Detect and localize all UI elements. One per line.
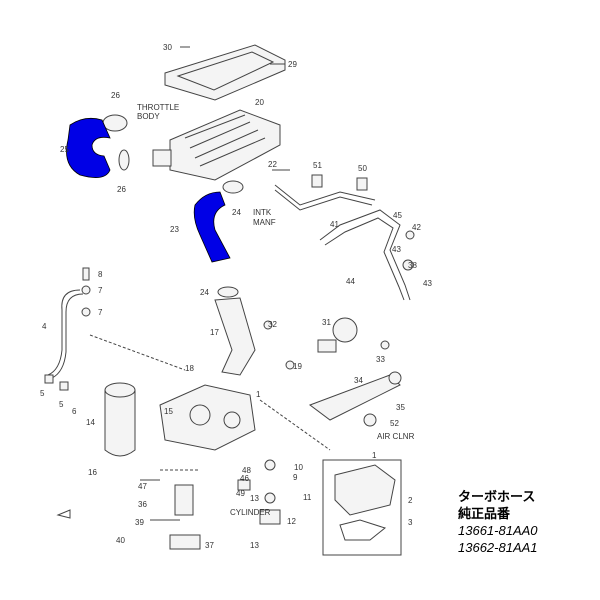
callout: 3 [408,518,413,527]
callout: 52 [390,419,399,428]
part-number: 13662-81AA1 [458,540,538,555]
turbo-hose-25 [66,117,111,178]
callout: 16 [88,468,97,477]
callout: 1 [256,390,261,399]
part-number: 13661-81AA0 [458,523,538,538]
callout: 29 [288,60,297,69]
callout: 46 [240,474,249,483]
callout: 18 [185,364,194,373]
callout: 14 [86,418,95,427]
callout: 48 [242,466,251,475]
callout: 6 [72,407,77,416]
callout: 35 [396,403,405,412]
callout: 9 [293,473,298,482]
callout: 23 [170,225,179,234]
callout: 1 [372,451,377,460]
hose-clamp [118,149,130,171]
callout: 30 [163,43,172,52]
caption-throttle: THROTTLE [137,103,179,112]
callout: 26 [111,91,120,100]
callout: 34 [354,376,363,385]
callout: 36 [138,500,147,509]
turbo-outlet-pipe [214,297,256,376]
callout: 7 [98,286,103,295]
callout: 13 [250,541,259,550]
part-subtitle: 純正品番 [458,506,511,521]
callout: 10 [294,463,303,472]
part-title: ターボホース [458,489,536,504]
callout: 32 [268,320,277,329]
intercooler-cover [164,44,286,101]
inset-detail-box [322,459,402,556]
callout: 33 [376,355,385,364]
destination-captions: THROTTLE BODY INTK MANF AIR CLNR CYLINDE… [137,103,415,517]
callout: 11 [303,493,312,502]
callout: 8 [98,270,103,279]
callout: 2 [408,496,413,505]
callout: 37 [205,541,214,550]
turbocharger [159,384,256,451]
callout: 20 [255,98,264,107]
callout: 5 [59,400,64,409]
callout: 31 [322,318,331,327]
callout: 47 [138,482,147,491]
callout-numbers: 30 29 26 20 25 26 22 51 50 24 45 41 42 2… [40,43,432,550]
callout: 43 [423,279,432,288]
callout: 4 [42,322,47,331]
callout: 43 [392,245,401,254]
callout: 45 [393,211,402,220]
callout: 17 [210,328,219,337]
callout: 13 [250,494,259,503]
callout: 24 [232,208,241,217]
callout: 38 [408,261,417,270]
callout: 25 [60,145,69,154]
callout: 12 [287,517,296,526]
turbo-hose-23 [193,191,231,263]
callout: 26 [117,185,126,194]
caption-intk: INTK [253,208,272,217]
hose-clamp [102,114,128,132]
callout: 15 [164,407,173,416]
callout: 39 [135,518,144,527]
caption-body: BODY [137,112,160,121]
callout: 51 [313,161,322,170]
callout: 22 [268,160,277,169]
callout: 19 [293,362,302,371]
caption-air-cleaner: AIR CLNR [377,432,415,441]
callout: 49 [236,489,245,498]
caption-manf: MANF [253,218,276,227]
callout: 50 [358,164,367,173]
callout: 41 [330,220,339,229]
callout: 5 [40,389,45,398]
callout: 7 [98,308,103,317]
callout: 24 [200,288,209,297]
callout: 42 [412,223,421,232]
callout: 40 [116,536,125,545]
caption-cylinder: CYLINDER [230,508,271,517]
part-info: ターボホース 純正品番 13661-81AA0 13662-81AA1 [458,488,538,556]
callout: 44 [346,277,355,286]
